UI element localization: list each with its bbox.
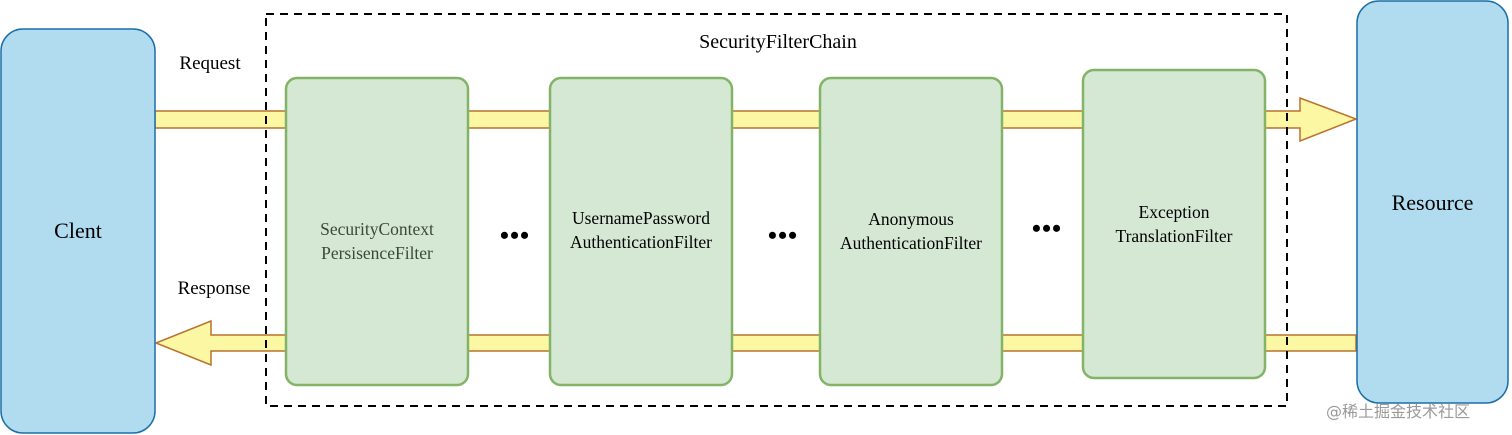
filter-node-exception-translation [1081,68,1267,380]
filter-label-username-password: UsernamePassword AuthenticationFilter [550,201,732,259]
watermark-text: @稀土掘金技术社区 [1326,402,1471,421]
filter-node-username-password [548,76,734,387]
filter-label-line1: UsernamePassword [571,207,711,228]
filter-label-line2: TranslationFilter [1115,226,1233,246]
filter-label-line1: Exception [1138,201,1210,222]
client-label: Clent [54,218,102,243]
filter-label-line2: AuthenticationFilter [570,232,712,252]
request-label: Request [179,53,241,74]
filter-label-line1: SecurityContext [320,218,434,239]
ellipsis-between-filters: ••• [767,221,799,250]
ellipsis-between-filters: ••• [1031,214,1063,243]
resource-label: Resource [1391,190,1474,215]
filter-label-line2: PersisenceFilter [321,243,433,263]
security-filter-chain-boundary [265,13,1288,407]
filter-label-line2: AuthenticationFilter [840,233,982,253]
filter-label-security-context: SecurityContext PersisenceFilter [286,212,468,270]
resource-node [1356,0,1509,404]
filter-label-anonymous: Anonymous AuthenticationFilter [820,202,1002,260]
ellipsis-between-filters: ••• [499,221,531,250]
filter-label-exception-translation: Exception TranslationFilter [1083,195,1265,253]
chain-title: SecurityFilterChain [699,30,857,53]
response-label: Response [177,278,251,299]
client-node [0,28,156,434]
filter-label-line1: Anonymous [868,208,954,229]
filter-node-security-context [284,76,470,387]
filter-node-anonymous [818,76,1004,387]
